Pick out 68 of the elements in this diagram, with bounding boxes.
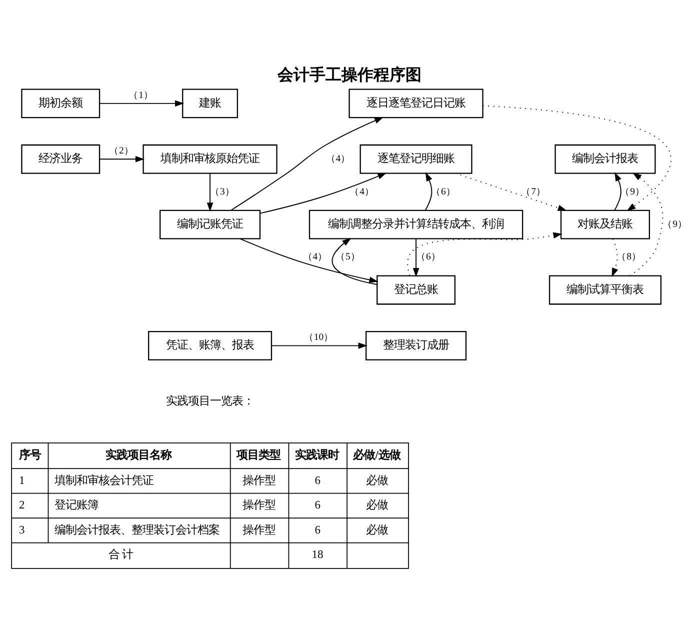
arrow: [412, 238, 420, 278]
diagram-title: 会计手工操作程序图: [277, 66, 422, 84]
edge-label: （5）: [336, 252, 360, 263]
label: 必做: [366, 474, 388, 487]
label: 序号: [19, 449, 42, 462]
label: 6: [314, 474, 321, 487]
label: 必做: [366, 500, 388, 512]
node-box: 对账及结账: [560, 210, 650, 240]
arrow: [240, 238, 378, 283]
node-box: 编制调整分录并计算结转成本、利润: [308, 210, 524, 240]
edge-label: （9）: [662, 219, 688, 230]
label: 6: [314, 500, 321, 512]
edge-label: （7）: [521, 186, 546, 198]
arrow: [454, 172, 567, 211]
label: 项目类型: [236, 449, 281, 462]
label: 2: [19, 500, 25, 512]
label: 实践项目一览表：: [166, 395, 254, 408]
arrow: [206, 173, 214, 212]
label: 合 计: [108, 549, 134, 562]
edge-label: （1）: [128, 90, 154, 101]
label: 操作型: [242, 524, 276, 536]
arrow: [99, 156, 144, 162]
label: 18: [312, 549, 324, 562]
arrow: [614, 172, 622, 211]
edge-label: （6）: [431, 186, 456, 198]
edge-label: （4）: [302, 252, 328, 263]
label: 实践课时: [294, 449, 339, 462]
node-box: 登记总账: [376, 275, 456, 305]
label: 操作型: [242, 500, 276, 512]
edge-label: （3）: [210, 186, 235, 198]
label: 登记账簿: [54, 500, 98, 512]
node-box: 期初余额: [21, 88, 100, 118]
arrow: [612, 238, 618, 278]
node-box: 凭证、账簿、报表: [148, 330, 272, 360]
label: 操作型: [242, 474, 276, 487]
label: 1: [19, 474, 25, 487]
edge-label: （4）: [326, 154, 351, 165]
label: 填制和审核会计凭证: [54, 474, 154, 487]
arrow: [407, 232, 562, 276]
arrow: [332, 238, 378, 285]
label: 6: [314, 524, 321, 536]
label: 3: [19, 524, 25, 536]
node-box: 经济业务: [21, 144, 100, 174]
node-box: 编制会计报表: [554, 144, 656, 174]
edge-label: （8）: [616, 252, 642, 263]
edge-label: （2）: [108, 146, 134, 157]
node-box: 整理装订成册: [366, 330, 467, 360]
node-box: 编制记账凭证: [160, 210, 261, 240]
arrow: [482, 105, 672, 212]
node-box: 填制和审核原始凭证: [142, 144, 278, 174]
node-box: 逐笔登记明细账: [360, 144, 472, 174]
label: 必做/选做: [353, 449, 400, 462]
node-box: 建账: [182, 88, 238, 118]
arrow: [99, 100, 184, 107]
arrow: [260, 172, 387, 214]
node-box: 逐日逐笔登记日记账: [348, 88, 484, 118]
edge-label: （4）: [350, 186, 375, 198]
arrow: [424, 172, 432, 211]
edge-label: （9）: [620, 186, 646, 198]
label: 实践项目名称: [105, 449, 172, 462]
node-box: 编制试算平衡表: [548, 275, 662, 305]
edge-label: （6）: [416, 252, 441, 263]
label: 必做: [366, 524, 388, 536]
label: 编制会计报表、整理装订会计档案: [54, 524, 220, 536]
arrow: [230, 117, 384, 211]
edge-label: （10）: [304, 332, 334, 344]
arrow: [629, 172, 664, 276]
arrow: [271, 342, 368, 349]
